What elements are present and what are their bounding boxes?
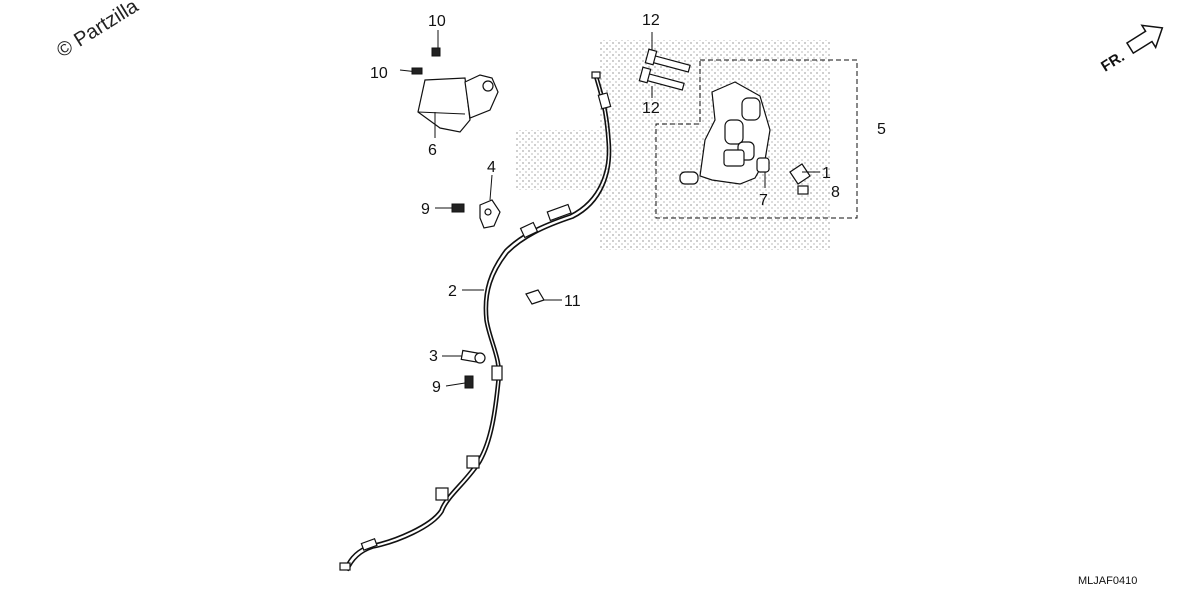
front-direction-indicator: FR. [1098, 24, 1164, 75]
callout-3: 3 [429, 348, 438, 365]
part-5-assembly [655, 59, 858, 219]
front-direction-label: FR. [1098, 48, 1128, 75]
callout-10-top: 10 [428, 13, 446, 30]
callout-9-upper: 9 [421, 201, 430, 218]
callout-numbers: 10 10 6 4 9 2 3 9 11 12 12 5 1 7 8 [370, 12, 886, 396]
part-6-cover [399, 47, 499, 133]
callout-5: 5 [877, 121, 886, 138]
callout-1: 1 [822, 165, 831, 182]
part-11-clip [525, 289, 545, 305]
callout-9-lower: 9 [432, 379, 441, 396]
front-arrow-icon [1125, 24, 1164, 55]
part-4-clamp [479, 199, 501, 229]
part-2-cable [339, 71, 612, 572]
callout-6: 6 [428, 142, 437, 159]
callout-11: 11 [564, 293, 581, 310]
diagram-code: MLJAF0410 [1078, 575, 1137, 587]
callout-10-left: 10 [370, 65, 388, 82]
callout-2: 2 [448, 283, 457, 300]
leader-lines [434, 30, 820, 387]
watermark: © Partzilla [53, 0, 143, 62]
part-3-joint [460, 349, 486, 364]
callout-12-top: 12 [642, 12, 660, 29]
callout-4: 4 [487, 159, 496, 176]
callout-12-bottom: 12 [642, 100, 660, 117]
part-12-bolts [638, 48, 691, 91]
callout-7: 7 [759, 192, 768, 209]
callout-8: 8 [831, 184, 840, 201]
